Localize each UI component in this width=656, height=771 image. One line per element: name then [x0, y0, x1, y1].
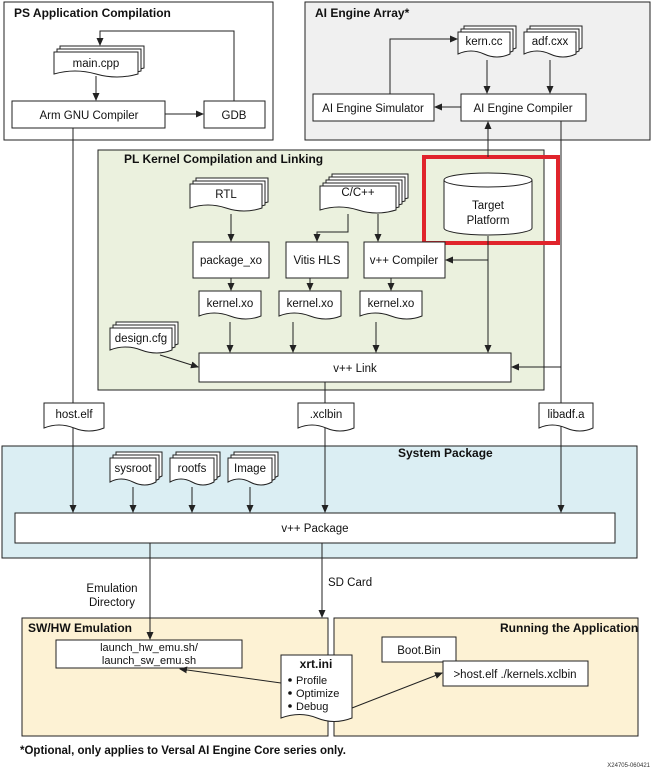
emu-region-title: SW/HW Emulation [28, 621, 132, 635]
kernel-xo-label-3: kernel.xo [368, 298, 415, 310]
launch-script-label-2: launch_sw_emu.sh [102, 655, 196, 667]
kern-cc-doc: kern.cc [457, 25, 517, 58]
image-label: Image [234, 463, 266, 475]
rootfs-label: rootfs [178, 463, 207, 475]
adf-cxx-label: adf.cxx [532, 36, 569, 48]
vpp-compiler-label: v++ Compiler [370, 255, 439, 267]
xrt-item-debug: Debug [296, 701, 328, 713]
launch-script-box [55, 639, 243, 669]
kernel-xo-label-2: kernel.xo [287, 298, 334, 310]
libadf-label: libadf.a [547, 409, 585, 421]
vpp-package-label: v++ Package [281, 523, 348, 535]
main-cpp-label: main.cpp [73, 58, 120, 70]
xrt-item-optimize: Optimize [296, 688, 339, 700]
target-platform-label-2: Platform [467, 215, 510, 227]
rtl-doc: RTL [189, 177, 269, 212]
xrt-ini-title: xrt.ini [300, 657, 333, 671]
run-cmd-box [442, 660, 589, 687]
aie-compiler-box [460, 93, 587, 122]
emu-region [21, 617, 329, 737]
ps-region-title: PS Application Compilation [14, 6, 171, 20]
sysroot-doc: sysroot [109, 451, 163, 486]
boot-bin-box [381, 636, 457, 663]
kern-cc-label: kern.cc [465, 36, 502, 48]
vitis-hls-label: Vitis HLS [293, 255, 340, 267]
xclbin-doc: .xclbin [297, 402, 355, 432]
rtl-label: RTL [215, 189, 237, 201]
kernel-xo-doc-1: kernel.xo [198, 290, 262, 320]
emu-dir-label-1: Emulation [86, 583, 137, 595]
xrt-item-profile: Profile [296, 675, 327, 687]
package-xo-label: package_xo [200, 255, 262, 267]
kernel-xo-doc-3: kernel.xo [359, 290, 423, 320]
gdb-box [203, 100, 266, 129]
pl-region-title: PL Kernel Compilation and Linking [124, 152, 323, 166]
aie-compiler-label: AI Engine Compiler [473, 103, 572, 115]
vpp-package-box [14, 512, 616, 544]
vpp-link-box [198, 352, 512, 383]
aie-simulator-box [312, 93, 435, 122]
xclbin-label: .xclbin [310, 409, 343, 421]
image-doc: Image [227, 451, 279, 486]
libadf-doc: libadf.a [538, 402, 594, 432]
syspkg-region-title: System Package [398, 446, 493, 460]
c-cpp-doc: C/C++ [319, 173, 409, 214]
arm-compiler-box [11, 100, 166, 129]
gdb-label: GDB [222, 110, 247, 122]
rootfs-doc: rootfs [169, 451, 221, 486]
vpp-link-label: v++ Link [333, 363, 377, 375]
figure-id: X24705-060421 [607, 763, 650, 769]
emu-dir-label-2: Directory [89, 597, 135, 609]
arm-compiler-label: Arm GNU Compiler [39, 110, 138, 122]
aie-region-title: AI Engine Array* [315, 6, 410, 20]
aie-simulator-label: AI Engine Simulator [322, 103, 424, 115]
run-cmd-label: >host.elf ./kernels.xclbin [453, 669, 576, 681]
main-cpp-doc: main.cpp [53, 45, 145, 78]
target-platform-label-1: Target [472, 200, 505, 212]
launch-script-label-1: launch_hw_emu.sh/ [100, 642, 199, 654]
design-cfg-label: design.cfg [115, 333, 167, 345]
vitis-hls-box [285, 241, 349, 279]
adf-cxx-doc: adf.cxx [523, 25, 583, 58]
xrt-ini-doc: xrt.ini Profile Optimize Debug [280, 654, 353, 722]
host-elf-doc: host.elf [43, 402, 105, 432]
sysroot-label: sysroot [114, 463, 152, 475]
target-platform-highlight [422, 155, 560, 245]
boot-bin-label: Boot.Bin [397, 645, 440, 657]
kernel-xo-label-1: kernel.xo [207, 298, 254, 310]
target-platform-cylinder: Target Platform [443, 172, 533, 236]
c-cpp-label: C/C++ [341, 187, 375, 199]
sd-card-label: SD Card [328, 577, 372, 589]
run-region-title: Running the Application [500, 621, 638, 635]
package-xo-box [192, 241, 270, 279]
host-elf-label: host.elf [55, 409, 93, 421]
design-cfg-doc: design.cfg [109, 321, 179, 354]
kernel-xo-doc-2: kernel.xo [278, 290, 342, 320]
footnote: *Optional, only applies to Versal AI Eng… [20, 745, 346, 757]
